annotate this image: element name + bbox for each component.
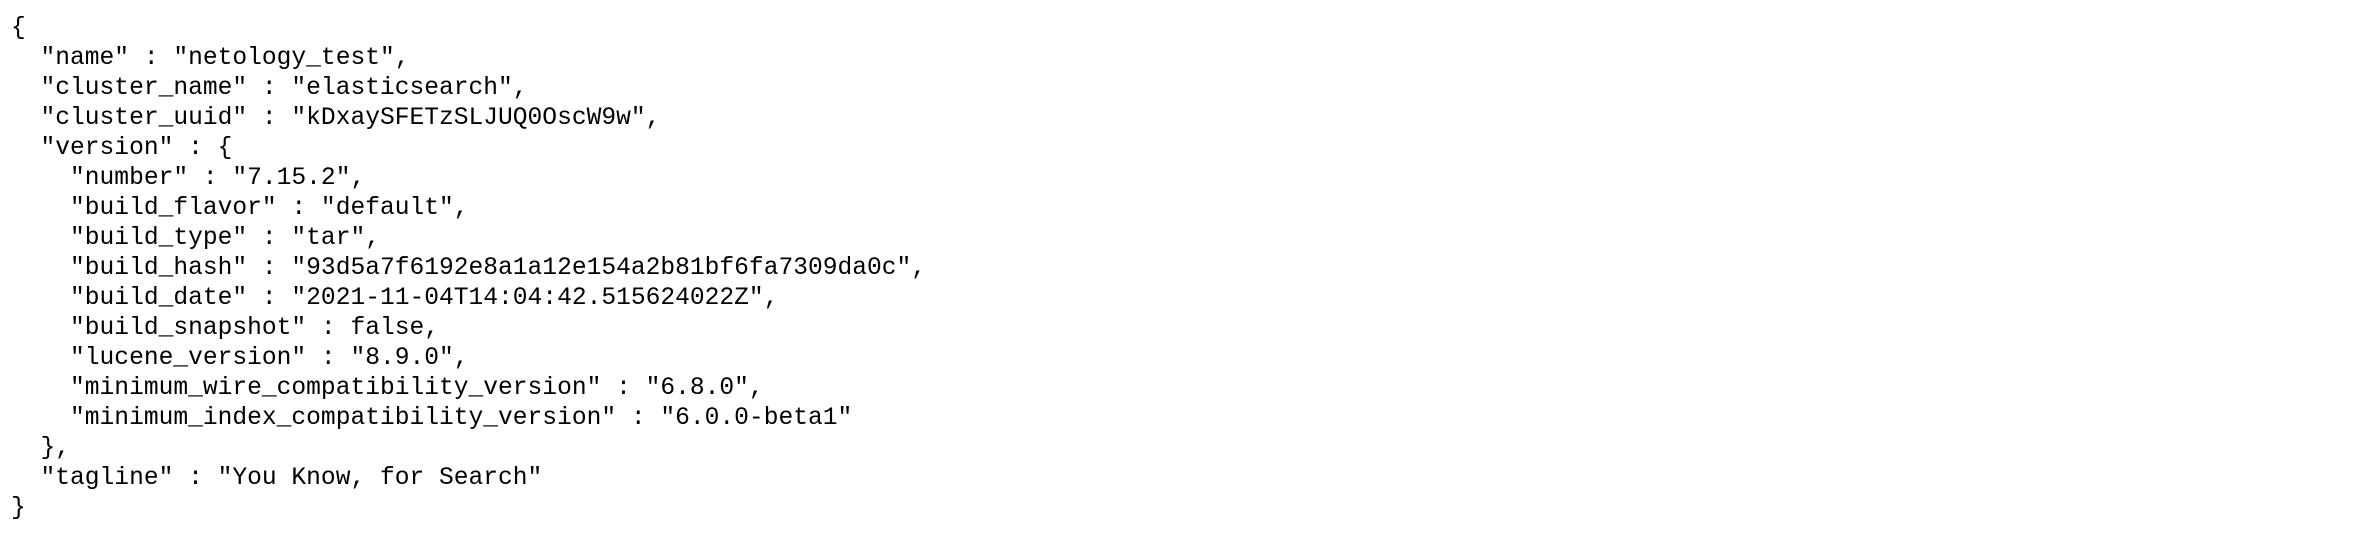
- json-line-tagline: "tagline" : "You Know, for Search": [11, 465, 543, 492]
- json-line-build-snapshot: "build_snapshot" : false,: [11, 315, 440, 342]
- json-line-open-brace: {: [11, 15, 26, 42]
- json-line-version-open: "version" : {: [11, 135, 233, 162]
- json-line-build-flavor: "build_flavor" : "default",: [11, 195, 469, 222]
- json-line-version-number: "number" : "7.15.2",: [11, 165, 366, 192]
- json-line-name: "name" : "netology_test",: [11, 45, 410, 72]
- json-line-cluster-uuid: "cluster_uuid" : "kDxaySFETzSLJUQ0OscW9w…: [11, 105, 661, 132]
- json-line-close-brace: }: [11, 495, 26, 522]
- json-line-lucene-version: "lucene_version" : "8.9.0",: [11, 345, 469, 372]
- json-line-build-type: "build_type" : "tar",: [11, 225, 380, 252]
- json-response-text: { "name" : "netology_test", "cluster_nam…: [11, 15, 927, 522]
- json-line-minimum-index-compatibility-version: "minimum_index_compatibility_version" : …: [11, 405, 853, 432]
- json-line-cluster-name: "cluster_name" : "elasticsearch",: [11, 75, 528, 102]
- json-line-build-hash: "build_hash" : "93d5a7f6192e8a1a12e154a2…: [11, 255, 927, 282]
- json-line-minimum-wire-compatibility-version: "minimum_wire_compatibility_version" : "…: [11, 375, 764, 402]
- json-line-version-close: },: [11, 435, 71, 462]
- json-line-build-date: "build_date" : "2021-11-04T14:04:42.5156…: [11, 285, 779, 312]
